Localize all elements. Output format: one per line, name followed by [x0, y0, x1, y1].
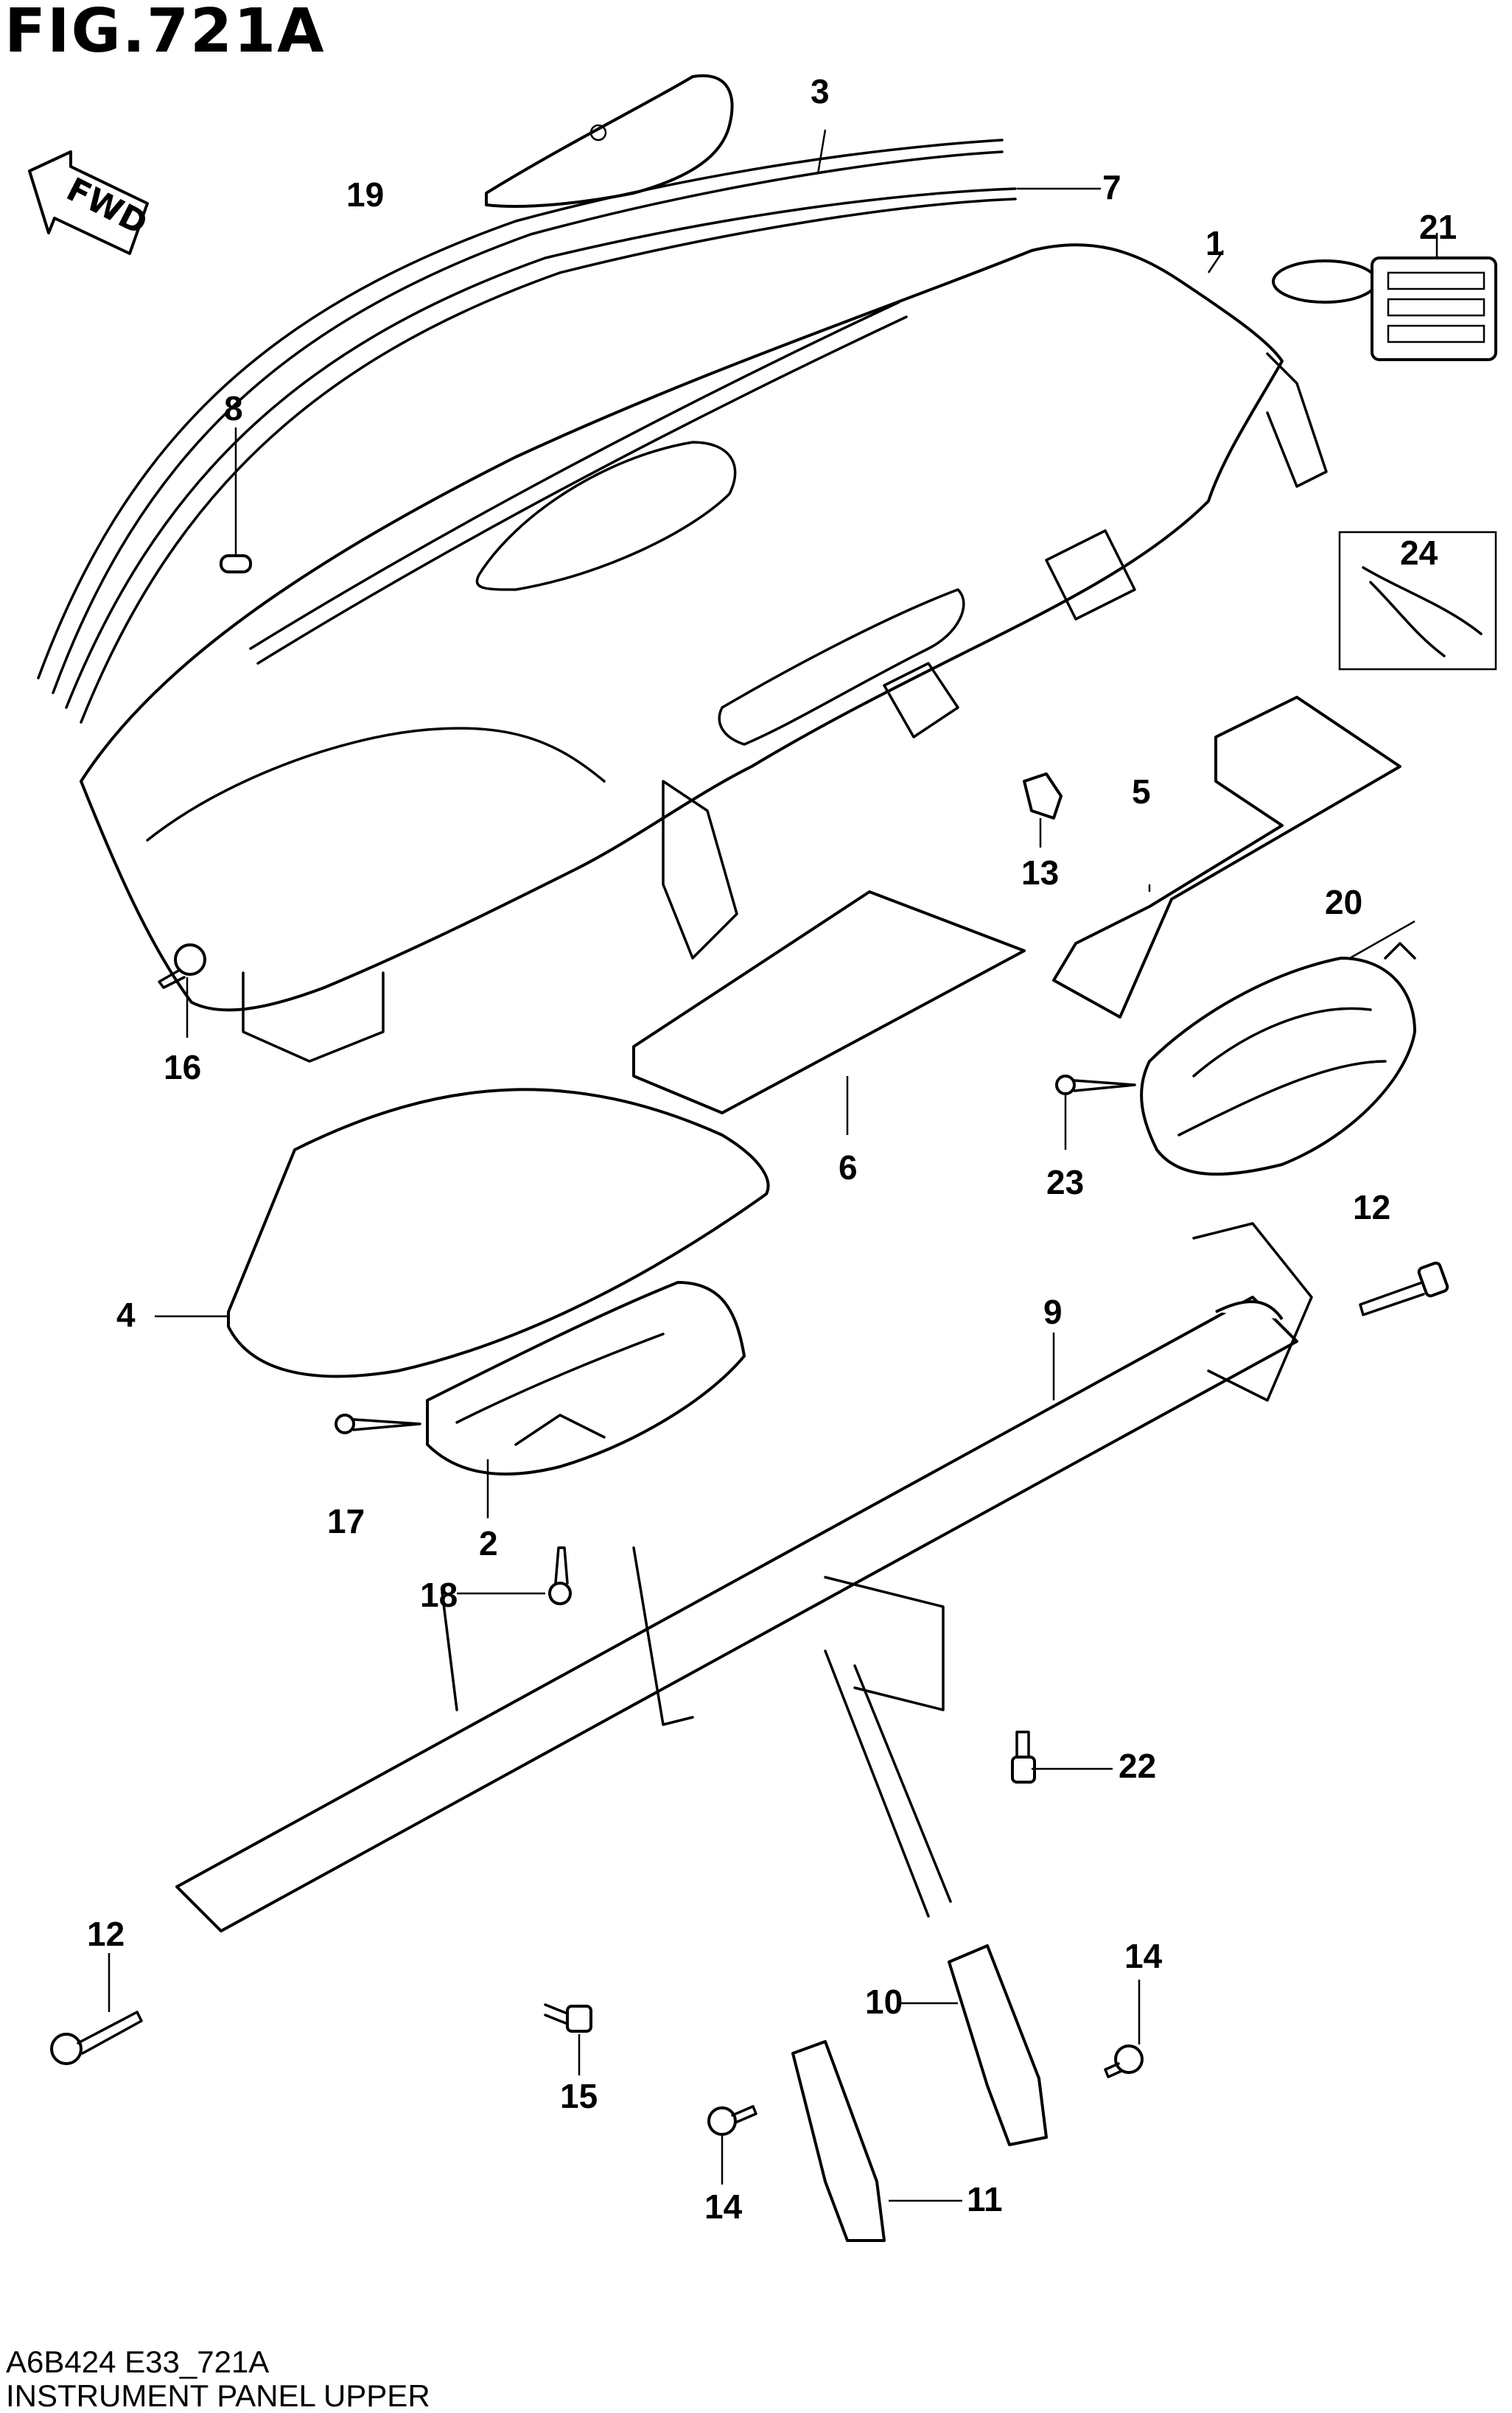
part-7-molding[interactable] [65, 187, 1017, 709]
callout-21: 21 [1419, 208, 1457, 246]
callout-19: 19 [346, 175, 384, 214]
callout-11: 11 [967, 2180, 1003, 2218]
part-12-bolt-lower[interactable] [50, 2011, 143, 2065]
callout-4: 4 [116, 1296, 136, 1334]
callout-13: 13 [1021, 853, 1059, 892]
callout-16: 16 [164, 1048, 201, 1086]
part-2-bracket[interactable] [426, 1281, 746, 1476]
callout-15: 15 [560, 2077, 598, 2115]
figure-title: FIG.721A [4, 0, 326, 66]
callout-3: 3 [811, 72, 830, 111]
part-11-bracket[interactable] [791, 2040, 886, 2242]
part-21-label[interactable] [1272, 256, 1497, 361]
callout-1: 1 [1205, 224, 1225, 262]
part-4-cover[interactable] [227, 1088, 770, 1378]
callout-5: 5 [1132, 772, 1151, 811]
callout-12-upper: 12 [1353, 1188, 1390, 1226]
part-14-bolt-right[interactable] [1104, 2044, 1144, 2078]
part-15-bolt[interactable] [544, 2003, 592, 2033]
part-1-instrument-panel[interactable] [80, 243, 1328, 1063]
part-9-beam[interactable] [175, 1222, 1313, 1932]
figure-name: INSTRUMENT PANEL UPPER [6, 2378, 430, 2413]
part-13-clip[interactable] [1023, 772, 1063, 820]
part-17-screw[interactable] [335, 1414, 421, 1434]
callout-8: 8 [224, 389, 243, 427]
callout-20: 20 [1325, 883, 1362, 921]
part-23-screw[interactable] [1055, 1075, 1136, 1095]
part-3-molding[interactable] [37, 139, 1004, 680]
callout-10: 10 [865, 1983, 903, 2021]
callout-6: 6 [839, 1148, 858, 1187]
fwd-arrow-icon: FWD [28, 150, 153, 255]
callout-14-right: 14 [1124, 1937, 1163, 1975]
part-8-clip[interactable] [220, 554, 252, 573]
part-12-bolt-upper[interactable] [1359, 1261, 1449, 1316]
callout-12-lower: 12 [87, 1915, 125, 1953]
part-24-harness[interactable] [1338, 531, 1497, 671]
part-19-cover[interactable] [485, 74, 734, 208]
part-16-bolt[interactable] [158, 943, 206, 989]
part-10-bracket[interactable] [948, 1944, 1048, 2146]
part-14-bolt-left[interactable] [707, 2105, 757, 2136]
callout-2: 2 [479, 1524, 498, 1562]
callout-9: 9 [1043, 1293, 1063, 1331]
callout-14-left: 14 [704, 2187, 743, 2226]
callout-7: 7 [1102, 168, 1121, 206]
callout-24: 24 [1400, 534, 1438, 572]
callout-17: 17 [327, 1502, 365, 1540]
callout-22: 22 [1119, 1747, 1156, 1785]
part-6-pad[interactable] [632, 890, 1026, 1114]
part-22-bolt[interactable] [1011, 1731, 1036, 1784]
part-20-airbag[interactable] [1140, 942, 1416, 1176]
callout-18: 18 [420, 1576, 458, 1614]
callout-23: 23 [1046, 1163, 1084, 1201]
figure-code: A6B424 E33_721A [6, 2344, 270, 2379]
part-5-pad[interactable] [1052, 696, 1401, 1019]
part-18-screw[interactable] [548, 1546, 572, 1605]
